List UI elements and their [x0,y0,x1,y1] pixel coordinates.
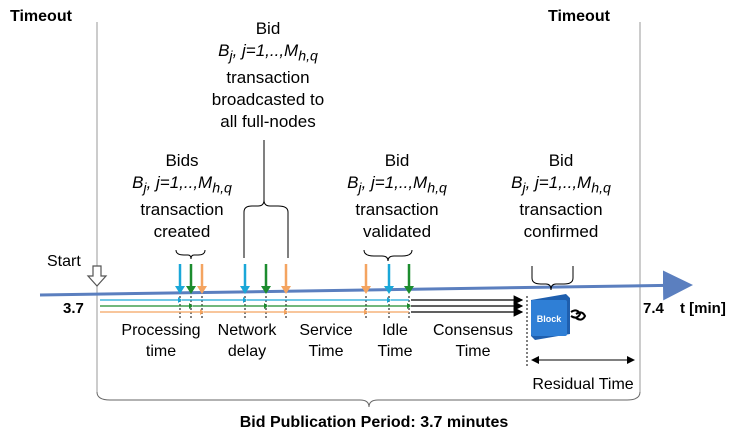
timeout-right-label: Timeout [548,8,610,25]
block-icon: Block [531,294,587,340]
phase-dividers [179,296,528,368]
stage-confirmed-label: Bid Bj, j=1,..,Mh,q transaction confirme… [511,151,611,242]
confirmed-bracket [531,266,574,291]
time-start-value: 3.7 [63,300,84,317]
time-end-value: 7.4 [643,300,664,317]
period-bracket [96,391,641,408]
start-label: Start [47,253,81,270]
block-label: Block [537,314,563,324]
period-label: Bid Publication Period: 3.7 minutes [239,414,509,431]
stage-created-label: Bids Bj, j=1,..,Mh,q transaction created [132,151,232,242]
validated-bracket [363,249,413,262]
start-arrow-icon [86,265,108,287]
axis-label: t [min] [680,300,726,317]
network-bracket [243,140,289,258]
timeout-left-label: Timeout [10,8,72,25]
stage-validated-label: Bid Bj, j=1,..,Mh,q transaction validate… [347,151,447,242]
consensus-spans [411,295,524,317]
phase-residual-label: Residual Time [532,376,634,393]
span-arrowheads [178,297,411,315]
created-bracket [175,249,206,260]
stage-broadcast-label: Bid Bj, j=1,..,Mh,q transaction broadcas… [211,19,325,132]
